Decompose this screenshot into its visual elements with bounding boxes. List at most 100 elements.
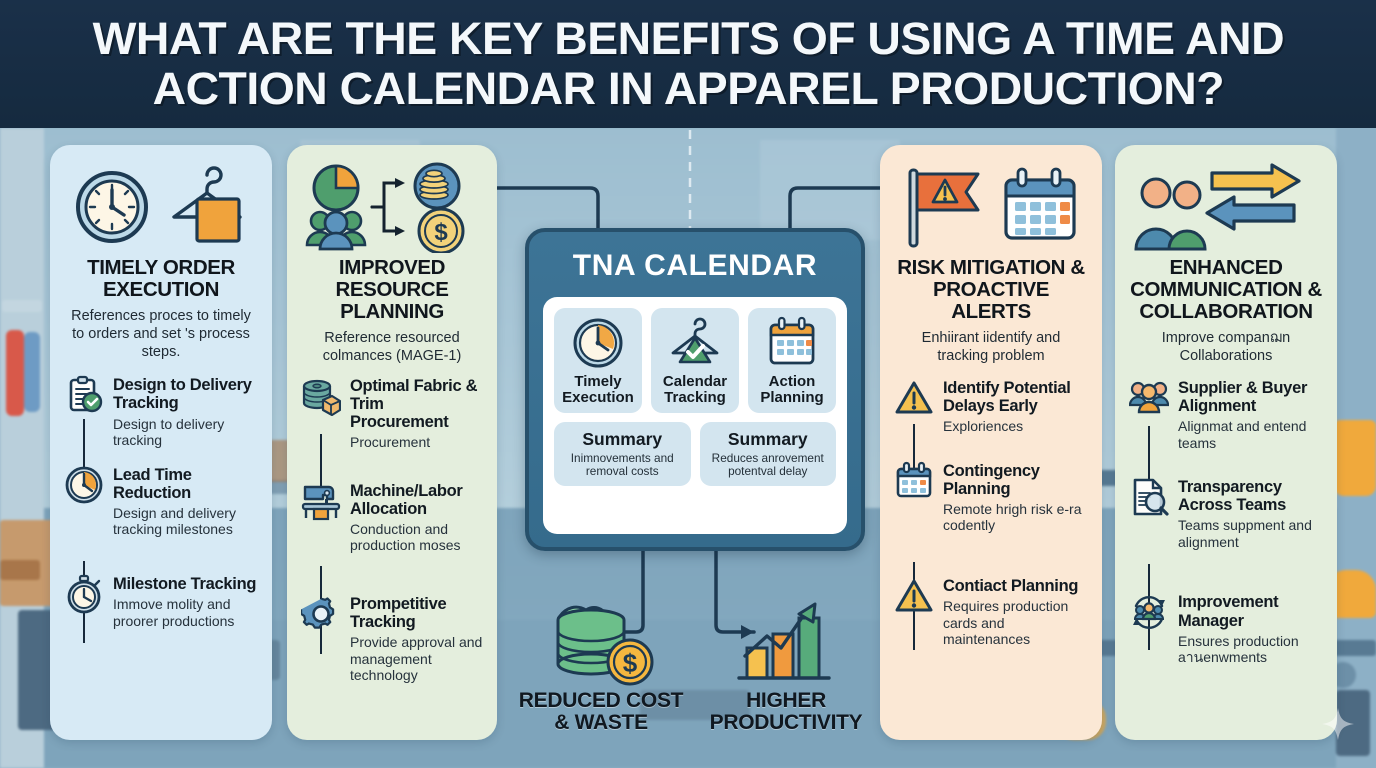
card-title: ENHANCED COMMUNICATION & COLLABORATION xyxy=(1130,256,1322,324)
flow-arrows-icon xyxy=(370,178,405,236)
card-description: Improve companฌn Collaborations xyxy=(1161,330,1291,365)
list-item[interactable]: Supplier & Buyer Alignment Alignmat and … xyxy=(1128,378,1323,451)
tna-summary-card[interactable]: Summary Inimnovements and removal costs xyxy=(554,422,691,486)
card-icon-group xyxy=(894,161,1088,253)
list-item[interactable]: Contingency Planning Remote hrigh risk e… xyxy=(894,461,1088,534)
list-item[interactable]: Identify Potential Delays Early Explorie… xyxy=(894,378,1088,435)
card-description: Reference resourced colmances (MAGE-1) xyxy=(322,330,462,365)
list-item-heading: Machine/Labor Allocation xyxy=(350,481,463,518)
list-item-text: Remote hrigh risk e-ra codently xyxy=(943,500,1082,534)
summary-heading: Summary xyxy=(582,429,663,450)
list-item-heading: Lead Time Reduction xyxy=(113,465,192,502)
card-title: TIMELY ORDER EXECUTION xyxy=(87,256,235,302)
list-item-heading: Supplier & Buyer Alignment xyxy=(1178,378,1308,415)
card-risk-mitigation-proactive-alerts[interactable]: RISK MITIGATION & PROACTIVE ALERTS Enhii… xyxy=(880,145,1102,740)
tna-tile-timely-execution[interactable]: Timely Execution xyxy=(554,308,642,414)
warning-triangle-icon xyxy=(894,576,934,616)
list-item-heading: Improvement Manager xyxy=(1178,593,1279,630)
clipboard-check-icon xyxy=(64,375,104,415)
summary-text: Inimnovements and removal costs xyxy=(570,451,674,479)
cycle-people-icon xyxy=(1129,592,1169,632)
people-group-icon xyxy=(305,210,367,251)
people-group-icon xyxy=(1128,378,1170,418)
tna-tile-label: Timely Execution xyxy=(562,373,634,407)
coin-stack-icon xyxy=(413,162,461,210)
list-item-text: Teams suppment and alignment xyxy=(1178,517,1312,550)
list-item-text: Exploriences xyxy=(943,418,1024,435)
tna-tile-label: Calendar Tracking xyxy=(662,373,728,407)
list-item-heading: Optimal Fabric & Trim Procurement xyxy=(350,376,478,432)
outcome-reduced-cost-waste[interactable]: $ REDUCED COST & WASTE xyxy=(515,590,687,735)
dollar-coin-icon: $ xyxy=(417,207,465,253)
document-search-icon xyxy=(1129,477,1169,517)
list-item[interactable]: Optimal Fabric & Trim Procurement Procur… xyxy=(301,376,483,451)
card-item-list: Design to Delivery Tracking Design to de… xyxy=(64,375,258,644)
list-item-heading: Contingency Planning xyxy=(943,461,1040,498)
tna-tile-action-planning[interactable]: Action Planning xyxy=(748,308,836,414)
warning-flag-icon xyxy=(908,168,980,248)
list-item-text: Alignmat and entend teams xyxy=(1178,418,1307,451)
clock-progress-icon xyxy=(64,465,104,505)
outcome-label: REDUCED COST & WASTE xyxy=(518,689,684,735)
summary-heading: Summary xyxy=(727,429,808,450)
card-description: References proces to timely to orders an… xyxy=(71,308,251,360)
svg-text:$: $ xyxy=(434,219,448,246)
calendar-icon xyxy=(894,461,934,501)
summary-text: Reduces anrovement potentval delay xyxy=(711,451,824,479)
list-item[interactable]: Contiact Planning Requires production ca… xyxy=(894,576,1088,648)
card-timely-order-execution[interactable]: TIMELY ORDER EXECUTION References proces… xyxy=(50,145,272,740)
list-item-text: Ensures production aานenwments xyxy=(1178,632,1299,666)
outcome-higher-productivity[interactable]: HIGHER PRODUCTIVITY xyxy=(700,590,872,735)
card-title: RISK MITIGATION & PROACTIVE ALERTS xyxy=(897,256,1085,324)
sewing-machine-icon xyxy=(301,481,341,521)
hanger-check-icon xyxy=(671,317,719,364)
tna-tiles: Timely Execution Calendar Tracking xyxy=(554,308,836,414)
card-icon-group xyxy=(1129,161,1323,253)
list-item-text: Conduction and production moses xyxy=(350,520,461,554)
list-item-heading: Milestone Tracking xyxy=(113,574,257,593)
communication-icon-group xyxy=(1133,163,1301,251)
card-item-list: Optimal Fabric & Trim Procurement Procur… xyxy=(299,376,483,684)
page-title: WHAT ARE THE KEY BENEFITS OF USING A TIM… xyxy=(92,12,1284,115)
list-item-text: Immove molity and proorer productions xyxy=(113,596,235,629)
list-item-text: Design and delivery tracking milestones xyxy=(113,504,236,538)
fabric-roll-icon xyxy=(301,376,342,416)
tna-summary-card[interactable]: Summary Reduces anrovement potentval del… xyxy=(699,422,836,486)
tna-summaries: Summary Inimnovements and removal costs … xyxy=(554,422,836,486)
header-band: WHAT ARE THE KEY BENEFITS OF USING A TIM… xyxy=(0,0,1376,128)
page-title-line-1: WHAT ARE THE KEY BENEFITS OF USING A TIM… xyxy=(92,12,1284,64)
list-item[interactable]: Milestone Tracking Immove molity and pro… xyxy=(64,574,258,629)
hanger-garment-icon xyxy=(172,166,242,243)
tna-tile-calendar-tracking[interactable]: Calendar Tracking xyxy=(651,308,739,414)
list-item[interactable]: Transparency Across Teams Teams suppment… xyxy=(1129,477,1323,550)
card-enhanced-communication-collaboration[interactable]: ENHANCED COMMUNICATION & COLLABORATION I… xyxy=(1115,145,1337,740)
clock-icon xyxy=(76,171,148,243)
card-improved-resource-planning[interactable]: $ IMPROVED RESOURCE PLANNING Reference r… xyxy=(287,145,497,740)
tna-calendar-title: TNA CALENDAR xyxy=(572,249,818,282)
growth-chart-icon xyxy=(737,602,831,680)
tna-calendar-panel[interactable]: TNA CALENDAR Timely Execution xyxy=(525,228,865,551)
card-item-list: Identify Potential Delays Early Explorie… xyxy=(894,378,1088,650)
tna-calendar-content: Timely Execution Calendar Tracking xyxy=(543,297,847,534)
list-item[interactable]: Design to Delivery Tracking Design to de… xyxy=(64,375,258,448)
card-item-list: Supplier & Buyer Alignment Alignmat and … xyxy=(1128,378,1323,666)
list-item[interactable]: Machine/Labor Allocation Conduction and … xyxy=(301,481,483,554)
list-item-text: Provide approval and management technolo… xyxy=(350,634,483,684)
list-item[interactable]: Lead Time Reduction Design and delivery … xyxy=(64,465,258,538)
list-item[interactable]: Improvement Manager Ensures production a… xyxy=(1129,592,1323,665)
list-item-text: Requires production cards and maintenanc… xyxy=(943,598,1069,648)
card-icon-group xyxy=(64,161,258,253)
warning-triangle-icon xyxy=(894,378,934,418)
card-icon-group: $ xyxy=(301,161,483,253)
resource-planning-icon-group: $ xyxy=(305,162,465,253)
list-item[interactable]: Prompetitive Tracking Provide approval a… xyxy=(299,594,483,684)
card-title: IMPROVED RESOURCE PLANNING xyxy=(335,256,449,324)
two-people-icon xyxy=(1133,177,1207,251)
list-item-heading: Identify Potential Delays Early xyxy=(943,378,1071,415)
list-item-heading: Contiact Planning xyxy=(943,576,1079,595)
exchange-arrows-icon xyxy=(1204,163,1301,231)
svg-text:$: $ xyxy=(623,648,638,678)
list-item-text: Procurement xyxy=(350,434,431,451)
